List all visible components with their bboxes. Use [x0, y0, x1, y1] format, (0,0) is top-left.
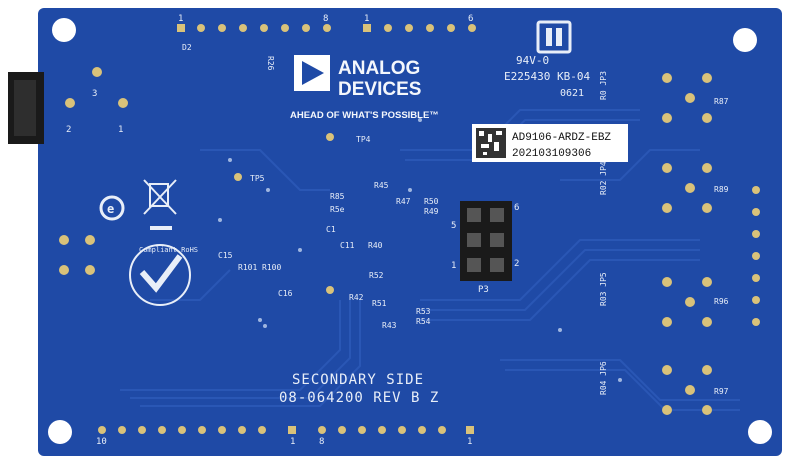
h2-end: 6 [468, 14, 473, 24]
b2-start: 8 [319, 437, 324, 447]
j1-pin2: 2 [66, 125, 71, 135]
sma-pads [662, 73, 712, 415]
adi-logo-triangle [302, 61, 324, 85]
j1-pin3: 3 [92, 89, 97, 99]
p3-pin2: 2 [514, 259, 519, 269]
r100-label: R100 [262, 263, 281, 272]
r53-label: R53 [416, 307, 431, 316]
mounting-hole [48, 420, 72, 444]
jp6-label: R04 JP6 [599, 361, 608, 395]
brand-line2: DEVICES [338, 79, 421, 100]
r5-label: R5e [330, 205, 345, 214]
jp4-label: R02 JP4 [599, 161, 608, 195]
r101-label: R101 [238, 263, 257, 272]
weee-bin-icon [143, 179, 177, 215]
r85-label: R85 [330, 192, 345, 201]
copper-traces [120, 109, 740, 411]
h1-start: 1 [178, 14, 183, 24]
r97-label: R97 [714, 387, 729, 396]
weee-bar [150, 226, 172, 230]
h1-end: 8 [323, 14, 328, 24]
r40-label: R40 [368, 241, 383, 250]
b2-end: 1 [467, 437, 472, 447]
r47-label: R47 [396, 197, 411, 206]
check-icon [139, 254, 183, 293]
d2-label: D2 [182, 43, 192, 52]
recycle-icon [99, 195, 125, 221]
r49-label: R49 [424, 207, 439, 216]
recycle-e: e [107, 202, 114, 216]
b1-end: 1 [290, 437, 295, 447]
j1-pin1: 1 [118, 125, 123, 135]
jp5-label: R03 JP5 [599, 272, 608, 306]
manufacturer-logo-icon [536, 20, 572, 54]
p3-pin1: 1 [451, 261, 456, 271]
tp4-label: TP4 [356, 135, 371, 144]
p3-pins [467, 208, 504, 272]
r96-label: R96 [714, 297, 729, 306]
h2-start: 1 [364, 14, 369, 24]
c1-label: C1 [326, 225, 336, 234]
r43-label: R43 [382, 321, 397, 330]
c11-label: C11 [340, 241, 355, 250]
side-text-line2: 08-064200 REV B Z [279, 390, 439, 406]
r26-label: R26 [266, 56, 275, 71]
flammability-rating: 94V-0 [516, 54, 549, 67]
r51-label: R51 [372, 299, 387, 308]
c16-label: C16 [278, 289, 293, 298]
mounting-hole [733, 28, 757, 52]
r89-label: R89 [714, 185, 729, 194]
bottom-header-1 [98, 426, 296, 434]
r45-label: R45 [374, 181, 389, 190]
top-header-2 [363, 24, 476, 32]
power-jack-body [14, 80, 36, 136]
b1-start: 10 [96, 437, 107, 447]
rohs-text: Compliant RoHS [139, 246, 198, 254]
r52-label: R52 [369, 271, 384, 280]
ul-file: E225430 KB-04 [504, 70, 590, 83]
p3-pin6: 6 [514, 203, 519, 213]
rohs-seal [129, 244, 191, 306]
tagline: AHEAD OF WHAT'S POSSIBLE™ [290, 110, 439, 121]
p3-pin5: 5 [451, 221, 456, 231]
left-pads [59, 67, 334, 294]
r50-label: R50 [424, 197, 439, 206]
qr-code-icon [476, 128, 506, 158]
r87-label: R87 [714, 97, 729, 106]
bottom-header-2 [318, 426, 474, 434]
top-header-1 [177, 24, 331, 32]
serial-number: 202103109306 [512, 148, 591, 160]
mounting-hole [748, 420, 772, 444]
part-number: AD9106-ARDZ-EBZ [512, 132, 611, 144]
c15-label: C15 [218, 251, 233, 260]
p3-label: P3 [478, 285, 489, 295]
side-text-line1: SECONDARY SIDE [292, 372, 424, 388]
r42-label: R42 [349, 293, 364, 302]
jp3-label: R0 JP3 [599, 71, 608, 100]
r54-label: R54 [416, 317, 431, 326]
brand-line1: ANALOG [338, 58, 420, 79]
mounting-hole [52, 18, 76, 42]
vias [218, 118, 622, 382]
right-header [752, 186, 760, 326]
tp5-label: TP5 [250, 174, 265, 183]
date-code: 0621 [560, 88, 584, 99]
